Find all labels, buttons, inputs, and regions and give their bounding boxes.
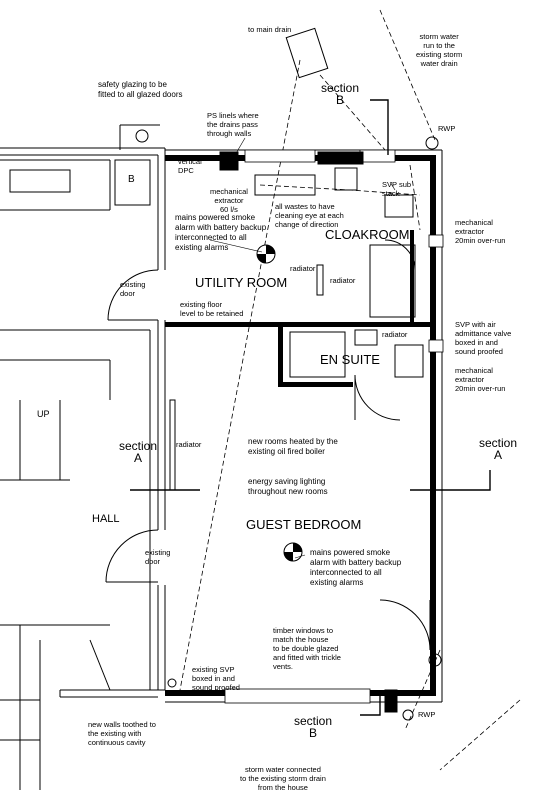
section-word: section — [478, 436, 518, 450]
section-word: section — [118, 439, 158, 453]
label-radiator-4: radiator — [176, 440, 202, 449]
label-main-drain: to main drain — [248, 25, 292, 34]
rwp-circles — [135, 129, 442, 721]
label-smoke-alarm-1: mains powered smoke alarm with battery b… — [175, 213, 267, 252]
label-rwp-top: RWP — [438, 124, 456, 133]
label-smoke-alarm-2: mains powered smoke alarm with battery b… — [310, 548, 402, 587]
room-ensuite: EN SUITE — [320, 352, 380, 367]
label-mech-extractor-1: mechanical extractor 60 l/s — [210, 187, 248, 214]
room-guest-bedroom: GUEST BEDROOM — [246, 517, 362, 532]
inspection-chamber — [285, 27, 329, 79]
section-word: section — [293, 714, 333, 728]
section-word: section — [320, 81, 360, 95]
section-letter: B — [335, 93, 344, 107]
section-a-left: section A — [108, 440, 168, 464]
label-svp-stack: SVP sub stack — [382, 180, 412, 198]
section-b-top: section B — [310, 82, 370, 106]
label-new-walls: new walls toothed to the existing with c… — [88, 720, 156, 747]
door-swings — [89, 239, 431, 691]
label-existing-door-2: existing door — [145, 548, 171, 566]
label-b-box: B — [128, 174, 135, 185]
section-letter: A — [493, 448, 502, 462]
label-svp-air: SVP with air admittance valve boxed in a… — [455, 320, 512, 356]
label-heated: new rooms heated by the existing oil fir… — [248, 437, 338, 456]
label-mech-extractor-2: mechanical extractor 20min over-run — [455, 218, 506, 245]
label-up: UP — [37, 409, 50, 419]
label-energy: energy saving lighting throughout new ro… — [248, 477, 328, 496]
label-storm-bottom: storm water connected to the existing st… — [240, 765, 326, 792]
label-rwp-bottom: RWP — [418, 710, 436, 719]
label-radiator-1: radiator — [290, 264, 316, 273]
section-b-bottom: section B — [283, 715, 343, 739]
smoke-alarm-symbols — [256, 244, 303, 562]
label-existing-svp: existing SVP boxed in and sound proofed — [192, 665, 240, 692]
label-mech-extractor-3: mechanical extractor 20min over-run — [455, 366, 506, 393]
section-a-right: section A — [468, 437, 528, 461]
section-lines — [130, 99, 491, 716]
room-utility: UTILITY ROOM — [195, 275, 288, 290]
leader-lines — [209, 137, 396, 559]
fittings — [219, 151, 424, 713]
label-timber-windows: timber windows to match the house to be … — [273, 626, 341, 671]
label-cleaning-eye: all wastes to have cleaning eye at each … — [275, 202, 344, 229]
room-cloakroom: CLOAKROOM — [325, 227, 410, 242]
label-vertical-dpc: vertical DPC — [178, 157, 202, 175]
section-letter: B — [308, 726, 317, 740]
label-radiator-3: radiator — [382, 330, 408, 339]
section-letter: A — [133, 451, 142, 465]
label-safety-glazing: safety glazing to be fitted to all glaze… — [98, 80, 183, 99]
label-existing-floor: existing floor level to be retained — [180, 300, 244, 318]
existing-walls — [0, 124, 166, 790]
windows — [224, 149, 444, 704]
label-radiator-2: radiator — [330, 276, 356, 285]
label-existing-door-1: existing door — [120, 280, 146, 298]
room-hall: HALL — [92, 513, 120, 525]
label-ps-lintels: PS linels where the drains pass through … — [207, 111, 259, 138]
label-storm-top: storm water run to the existing storm wa… — [416, 32, 463, 68]
